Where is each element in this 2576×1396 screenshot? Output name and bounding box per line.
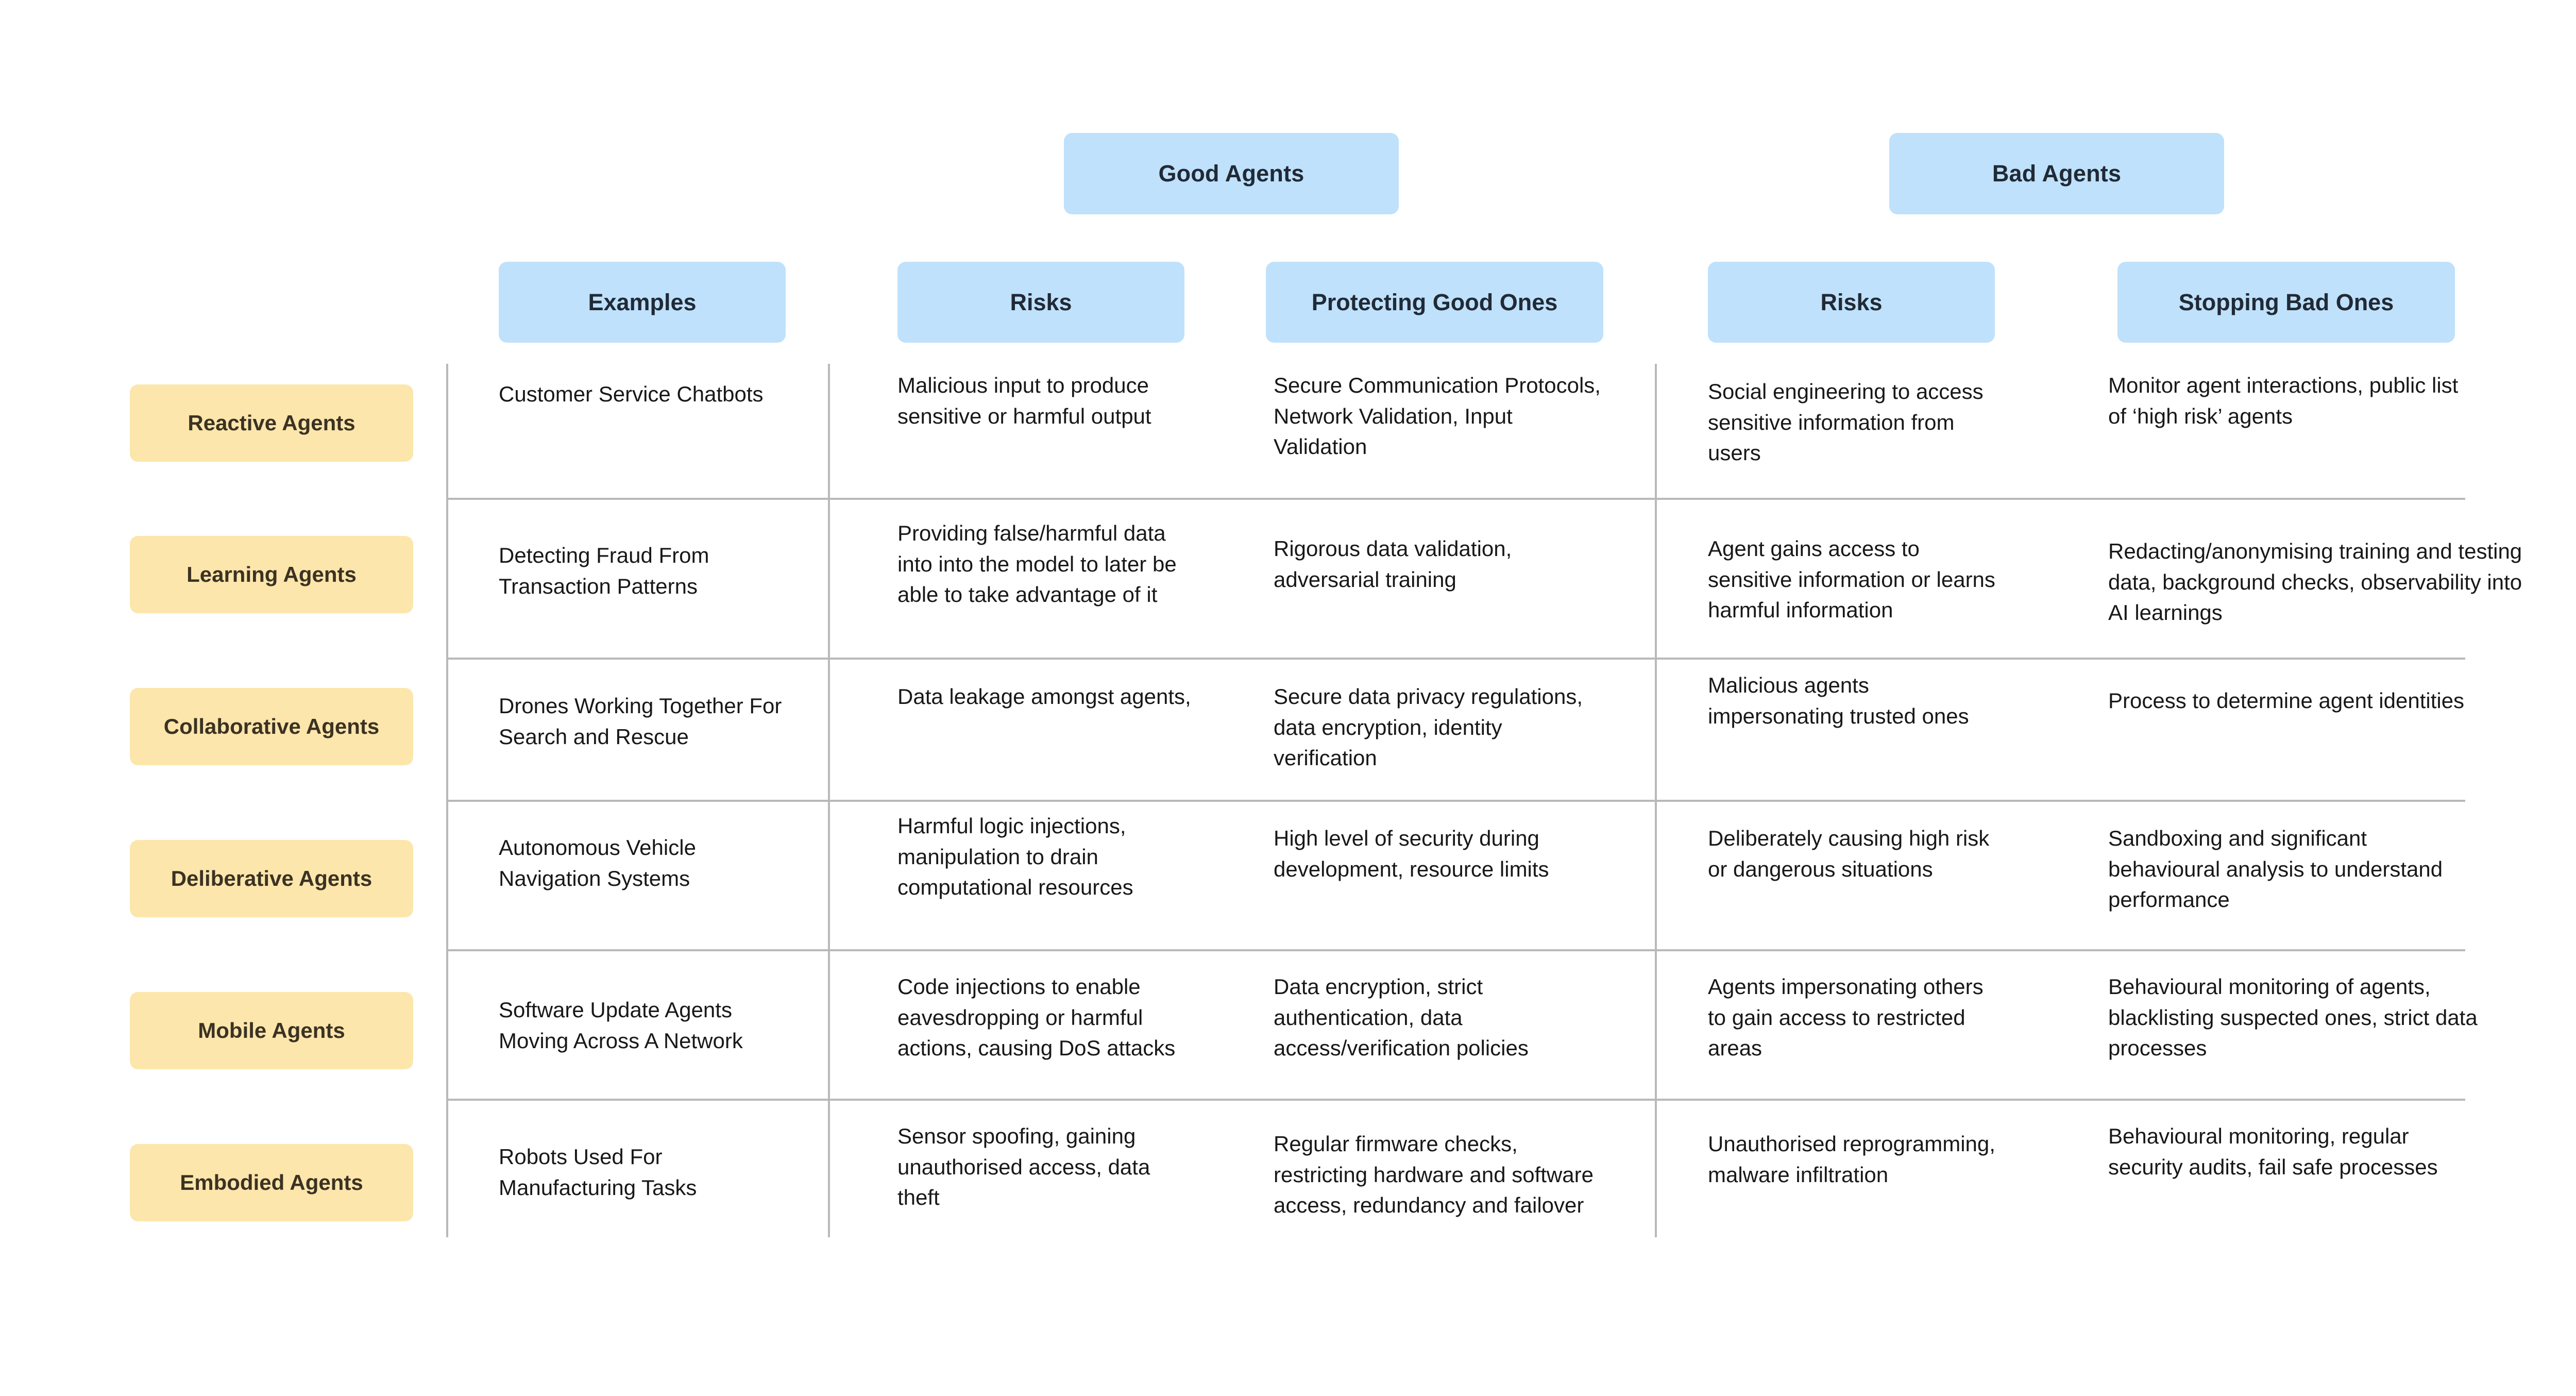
row-label-deliberative-agents[interactable]: Deliberative Agents — [130, 840, 413, 917]
cell-stopping-bad: Behavioural monitoring, regular security… — [2108, 1124, 2438, 1179]
column-header-label: Stopping Bad Ones — [2178, 289, 2394, 315]
column-header-label: Examples — [588, 289, 697, 315]
cell-stopping-bad: Process to determine agent identities — [2108, 688, 2465, 713]
horizontal-rule-row-2 — [446, 658, 2465, 660]
cell-stopping-bad: Monitor agent interactions, public list … — [2108, 373, 2459, 428]
group-chip-good-agents[interactable]: Good Agents — [1064, 133, 1399, 214]
row-label-text: Mobile Agents — [198, 1018, 345, 1042]
cell-stopping-bad: Sandboxing and significant behavioural a… — [2108, 826, 2443, 912]
group-chip-bad-agents[interactable]: Bad Agents — [1889, 133, 2224, 214]
cell-bad-risks: Deliberately causing high risk or danger… — [1708, 826, 1990, 881]
row-label-collaborative-agents[interactable]: Collaborative Agents — [130, 688, 413, 765]
column-header-stopping-bad-ones[interactable]: Stopping Bad Ones — [2117, 262, 2455, 343]
group-chip-label: Good Agents — [1158, 160, 1304, 187]
cell-examples: Robots Used For Manufacturing Tasks — [499, 1145, 697, 1200]
cell-protecting-good: Rigorous data validation, adversarial tr… — [1274, 536, 1512, 592]
cell-good-risks: Malicious input to produce sensitive or … — [897, 373, 1151, 428]
column-header-good-risks[interactable]: Risks — [897, 262, 1184, 343]
column-header-row: Examples Risks Protecting Good Ones Risk… — [0, 262, 2576, 344]
row-label-text: Embodied Agents — [180, 1170, 363, 1195]
column-header-examples[interactable]: Examples — [499, 262, 786, 343]
column-header-bad-risks[interactable]: Risks — [1708, 262, 1995, 343]
row-label-text: Collaborative Agents — [163, 714, 380, 738]
row-label-text: Deliberative Agents — [171, 866, 372, 890]
horizontal-rule-row-4 — [446, 949, 2465, 951]
column-header-label: Risks — [1010, 289, 1072, 315]
cell-bad-risks: Malicious agents impersonating trusted o… — [1708, 673, 1969, 728]
cell-protecting-good: Secure Communication Protocols, Network … — [1274, 373, 1601, 459]
cell-examples: Detecting Fraud From Transaction Pattern… — [499, 543, 709, 598]
cell-bad-risks: Social engineering to access sensitive i… — [1708, 379, 1984, 465]
cell-bad-risks: Agent gains access to sensitive informat… — [1708, 536, 1995, 623]
cell-protecting-good: High level of security during developmen… — [1274, 826, 1549, 881]
row-label-mobile-agents[interactable]: Mobile Agents — [130, 992, 413, 1069]
horizontal-rule-row-5 — [446, 1099, 2465, 1101]
column-header-label: Protecting Good Ones — [1311, 289, 1558, 315]
cell-good-risks: Sensor spoofing, gaining unauthorised ac… — [897, 1124, 1150, 1210]
cell-examples: Drones Working Together For Search and R… — [499, 694, 782, 749]
cell-good-risks: Harmful logic injections, manipulation t… — [897, 814, 1133, 900]
group-chip-label: Bad Agents — [1992, 160, 2122, 187]
cell-examples: Customer Service Chatbots — [499, 382, 764, 406]
cell-examples: Autonomous Vehicle Navigation Systems — [499, 835, 696, 890]
cell-protecting-good: Regular firmware checks, restricting har… — [1274, 1132, 1594, 1218]
cell-stopping-bad: Behavioural monitoring of agents, blackl… — [2108, 974, 2478, 1061]
horizontal-rule-row-1 — [446, 498, 2465, 500]
cell-good-risks: Data leakage amongst agents, — [897, 684, 1191, 709]
group-header-row: Good Agents Bad Agents — [0, 133, 2576, 215]
column-header-protecting-good-ones[interactable]: Protecting Good Ones — [1266, 262, 1603, 343]
cell-examples: Software Update Agents Moving Across A N… — [499, 998, 743, 1053]
cell-bad-risks: Agents impersonating others to gain acce… — [1708, 974, 1984, 1061]
cell-good-risks: Providing false/harmful data into into t… — [897, 521, 1177, 607]
cell-good-risks: Code injections to enable eavesdropping … — [897, 974, 1176, 1061]
cell-protecting-good: Data encryption, strict authentication, … — [1274, 974, 1529, 1061]
horizontal-rule-row-3 — [446, 800, 2465, 802]
row-label-reactive-agents[interactable]: Reactive Agents — [130, 384, 413, 462]
row-label-text: Reactive Agents — [188, 411, 355, 435]
cell-stopping-bad: Redacting/anonymising training and testi… — [2108, 539, 2522, 625]
row-label-learning-agents[interactable]: Learning Agents — [130, 536, 413, 613]
row-label-embodied-agents[interactable]: Embodied Agents — [130, 1144, 413, 1221]
cell-bad-risks: Unauthorised reprogramming, malware infi… — [1708, 1132, 1995, 1187]
cell-protecting-good: Secure data privacy regulations, data en… — [1274, 684, 1583, 770]
row-label-text: Learning Agents — [187, 562, 357, 586]
column-header-label: Risks — [1820, 289, 1883, 315]
